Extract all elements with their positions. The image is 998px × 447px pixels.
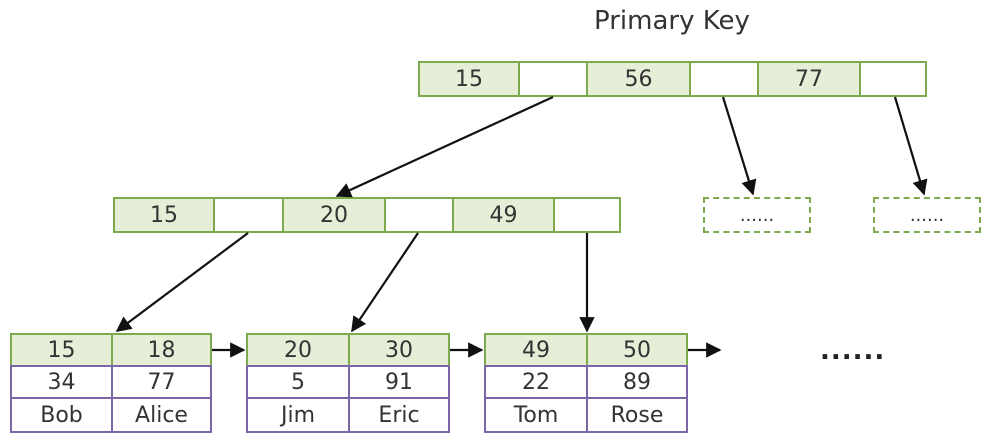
arrow-internal-to-leaf-1: [115, 232, 249, 332]
leaf-2-key-2: 30: [348, 333, 450, 367]
root-key-3: 77: [757, 61, 861, 97]
root-pointer-2: [689, 61, 759, 97]
internal-key-2: 20: [282, 197, 386, 233]
arrow-root-to-placeholder-2: [893, 96, 928, 196]
more-leaves-ellipsis: ......: [820, 336, 886, 366]
arrow-root-to-placeholder-1: [721, 96, 757, 196]
leaf-1-name-1: Bob: [10, 397, 113, 433]
arrow-root-to-internal: [335, 96, 554, 198]
diagram-title: Primary Key: [594, 6, 750, 36]
root-pointer-3: [859, 61, 927, 97]
arrow-internal-to-leaf-2: [351, 232, 419, 333]
internal-pointer-1: [213, 197, 284, 233]
leaf-1-name-2: Alice: [111, 397, 212, 433]
leaf-2-name-1: Jim: [246, 397, 350, 433]
leaf-2-name-2: Eric: [348, 397, 450, 433]
leaf-3-name-2: Rose: [586, 397, 688, 433]
leaf-3-key-2: 50: [586, 333, 688, 367]
placeholder-node-1: ......: [703, 197, 811, 233]
root-key-1: 15: [418, 61, 520, 97]
placeholder-node-2: ......: [873, 197, 981, 233]
internal-pointer-3: [553, 197, 621, 233]
leaf-2-age-2: 91: [348, 365, 450, 399]
internal-key-1: 15: [113, 197, 215, 233]
